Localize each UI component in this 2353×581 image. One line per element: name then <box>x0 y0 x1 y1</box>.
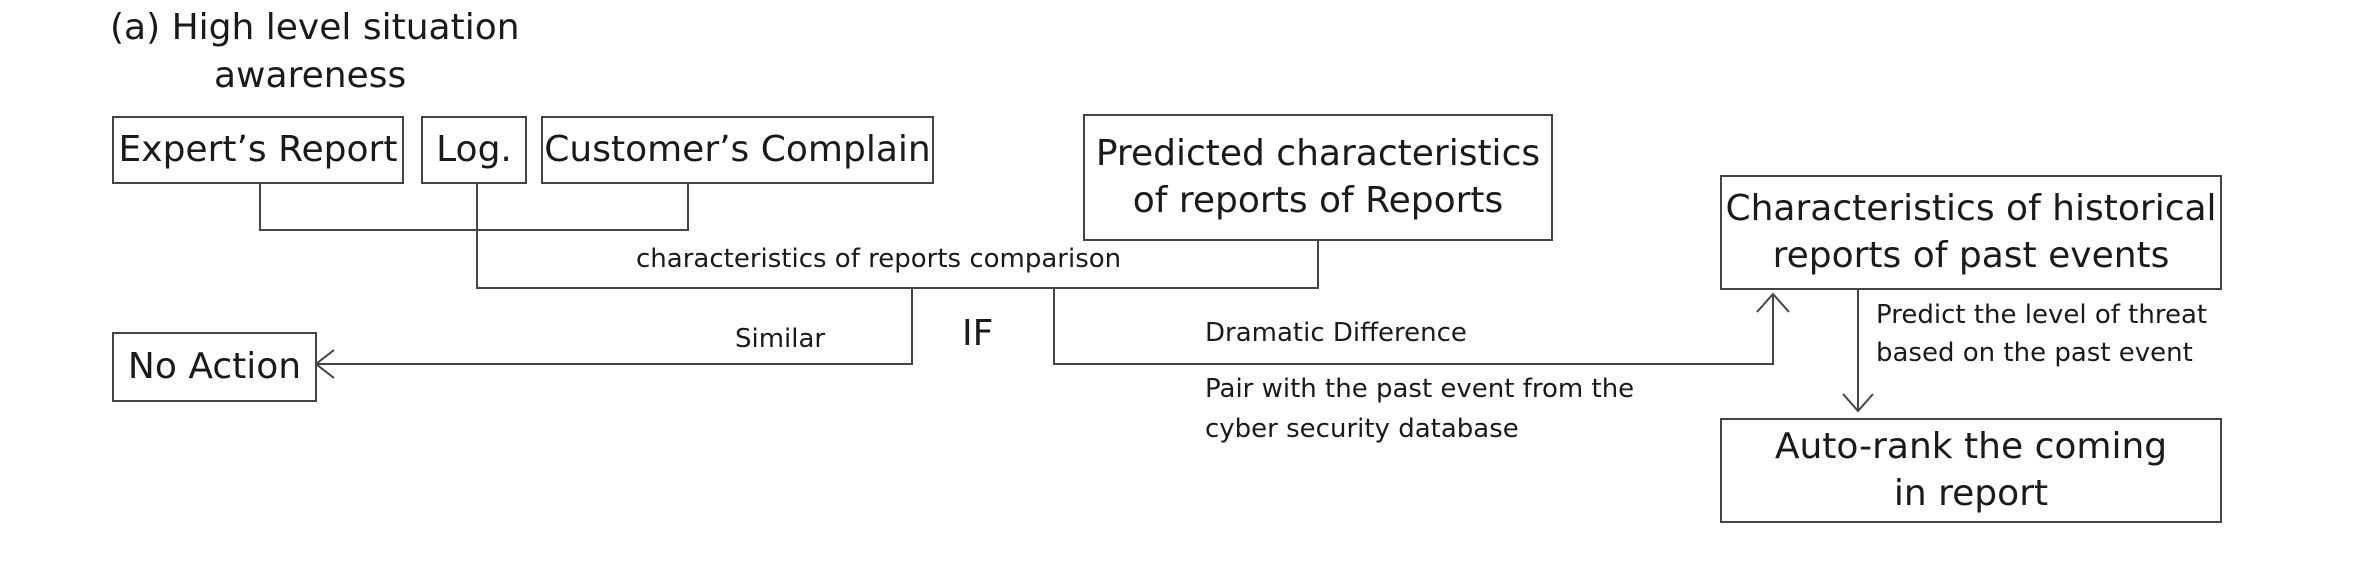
expert-report-label: Expert’s Report <box>118 128 398 170</box>
predict-threat-label-line2: based on the past event <box>1876 338 2193 368</box>
customer-complain-box: Customer’s Complain <box>541 116 934 184</box>
predicted-line2: of reports of Reports <box>1132 179 1504 221</box>
similar-label: Similar <box>735 324 826 354</box>
input-bracket-line <box>259 183 689 231</box>
dramatic-branch-line <box>1053 288 1774 365</box>
comparison-label: characteristics of reports comparison <box>636 244 1122 274</box>
auto-rank-arrowhead <box>1842 393 1874 413</box>
log-box: Log. <box>421 116 527 184</box>
if-label: IF <box>962 313 994 354</box>
expert-report-box: Expert’s Report <box>112 116 404 184</box>
auto-rank-line2: in report <box>1893 472 2049 514</box>
predict-threat-label-line1: Predict the level of threat <box>1876 300 2208 330</box>
pair-label-line2: cyber security database <box>1205 414 1519 444</box>
customer-complain-label: Customer’s Complain <box>544 128 931 170</box>
dramatic-difference-label: Dramatic Difference <box>1205 318 1467 348</box>
no-action-label: No Action <box>127 345 302 387</box>
no-action-box: No Action <box>112 332 317 402</box>
predicted-characteristics-box: Predicted characteristics of reports of … <box>1083 114 1553 241</box>
auto-rank-line1: Auto-rank the coming <box>1774 426 2168 468</box>
auto-rank-box: Auto-rank the coming in report <box>1720 418 2222 523</box>
predicted-line1: Predicted characteristics <box>1095 133 1541 175</box>
comparison-bracket-line <box>476 183 1319 289</box>
historical-characteristics-box: Characteristics of historical reports of… <box>1720 175 2222 290</box>
historical-arrowhead <box>1756 292 1790 313</box>
diagram-title-line1: (a) High level situation <box>110 7 520 48</box>
similar-branch-line <box>318 288 913 365</box>
log-label: Log. <box>436 128 512 170</box>
pair-label-line1: Pair with the past event from the <box>1205 374 1635 404</box>
diagram-title-line2: awareness <box>214 55 407 96</box>
historical-line1: Characteristics of historical <box>1725 188 2217 230</box>
historical-line2: reports of past events <box>1772 234 2170 276</box>
